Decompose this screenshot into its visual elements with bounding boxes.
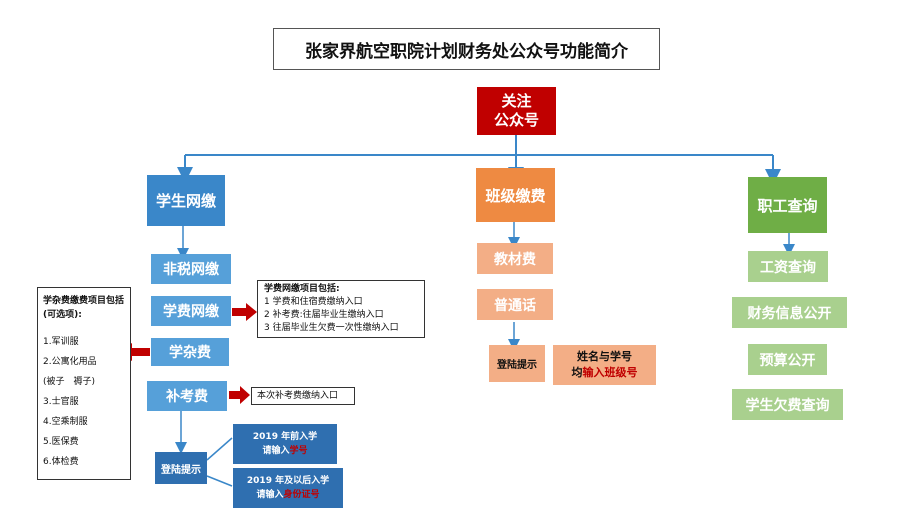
student-item-makeup[interactable]: 补考费 xyxy=(147,381,227,411)
connector-login-opt2 xyxy=(206,475,233,487)
login-option1-highlight: 学号 xyxy=(289,446,308,456)
misc-note-item: 5.医保费 xyxy=(43,437,79,447)
class-login-prefix: 均 xyxy=(571,366,583,379)
branch-staff-query[interactable]: 职工查询 xyxy=(748,177,827,233)
misc-note-item: 3.士官服 xyxy=(43,397,79,407)
misc-note-heading: 学杂费缴费项目包括(可选项): xyxy=(43,296,125,320)
branch-class-pay[interactable]: 班级缴费 xyxy=(476,168,555,222)
class-login-hint: 登陆提示 xyxy=(489,345,545,382)
misc-note-item: 6.体检费 xyxy=(43,457,79,467)
class-login-highlight: 输入班级号 xyxy=(582,366,638,379)
login-option1-prefix: 请输入 xyxy=(262,446,290,456)
login-option1-year: 2019 年前入学 xyxy=(252,432,318,442)
login-option2-prefix: 请输入 xyxy=(256,490,284,500)
student-item-misc[interactable]: 学杂费 xyxy=(151,338,229,366)
arrow-tuition-note xyxy=(232,303,257,321)
login-option1-text: 请输入学号 xyxy=(262,444,307,458)
arrow-makeup-note xyxy=(229,386,250,404)
student-item-nontax[interactable]: 非税网缴 xyxy=(151,254,231,284)
misc-note-item: (被子 褥子) xyxy=(43,377,96,387)
login-option-after-2019: 2019 年及以后入学 请输入身份证号 xyxy=(233,468,343,508)
follow-account-node[interactable]: 关注 公众号 xyxy=(477,87,556,135)
makeup-fee-note: 本次补考费缴纳入口 xyxy=(251,387,355,405)
misc-note-item: 4.空乘制服 xyxy=(43,417,88,427)
misc-note-item: 1.军训服 xyxy=(43,337,79,347)
tuition-note-item: 1 学费和住宿费缴纳入口 xyxy=(264,297,363,307)
tuition-items-note: 学费网缴项目包括: 1 学费和住宿费缴纳入口 2 补考费:往届毕业生缴纳入口 3… xyxy=(257,280,425,338)
staff-item-student-arrears[interactable]: 学生欠费查询 xyxy=(732,389,843,420)
class-item-textbook[interactable]: 教材费 xyxy=(477,243,553,274)
tuition-note-heading: 学费网缴项目包括: xyxy=(264,284,340,294)
misc-note-item: 2.公寓化用品 xyxy=(43,357,97,367)
tuition-note-item: 2 补考费:往届毕业生缴纳入口 xyxy=(264,310,384,320)
class-login-line1: 姓名与学号 xyxy=(577,350,632,363)
staff-item-finance-info[interactable]: 财务信息公开 xyxy=(732,297,847,328)
connector-login-opt1 xyxy=(206,437,233,461)
login-option2-year: 2019 年及以后入学 xyxy=(246,476,330,486)
student-item-tuition[interactable]: 学费网缴 xyxy=(151,296,231,326)
tuition-note-item: 3 往届毕业生欠费一次性缴纳入口 xyxy=(264,323,399,333)
class-login-instruction: 姓名与学号 均输入班级号 xyxy=(553,345,656,385)
student-login-hint: 登陆提示 xyxy=(155,452,207,484)
misc-fee-items-note: 学杂费缴费项目包括(可选项): 1.军训服 2.公寓化用品 (被子 褥子) 3.… xyxy=(37,287,131,480)
follow-line1: 关注 xyxy=(501,92,532,110)
class-login-line2: 均输入班级号 xyxy=(572,365,638,381)
login-option2-text: 请输入身份证号 xyxy=(256,488,319,502)
branch-student-pay[interactable]: 学生网缴 xyxy=(147,175,225,226)
login-option-before-2019: 2019 年前入学 请输入学号 xyxy=(233,424,337,464)
staff-item-budget[interactable]: 预算公开 xyxy=(748,344,827,375)
follow-line2: 公众号 xyxy=(493,111,539,129)
login-option2-highlight: 身份证号 xyxy=(283,490,320,500)
staff-item-salary[interactable]: 工资查询 xyxy=(748,251,828,282)
class-item-mandarin[interactable]: 普通话 xyxy=(477,289,553,320)
page-title: 张家界航空职院计划财务处公众号功能简介 xyxy=(273,28,660,70)
